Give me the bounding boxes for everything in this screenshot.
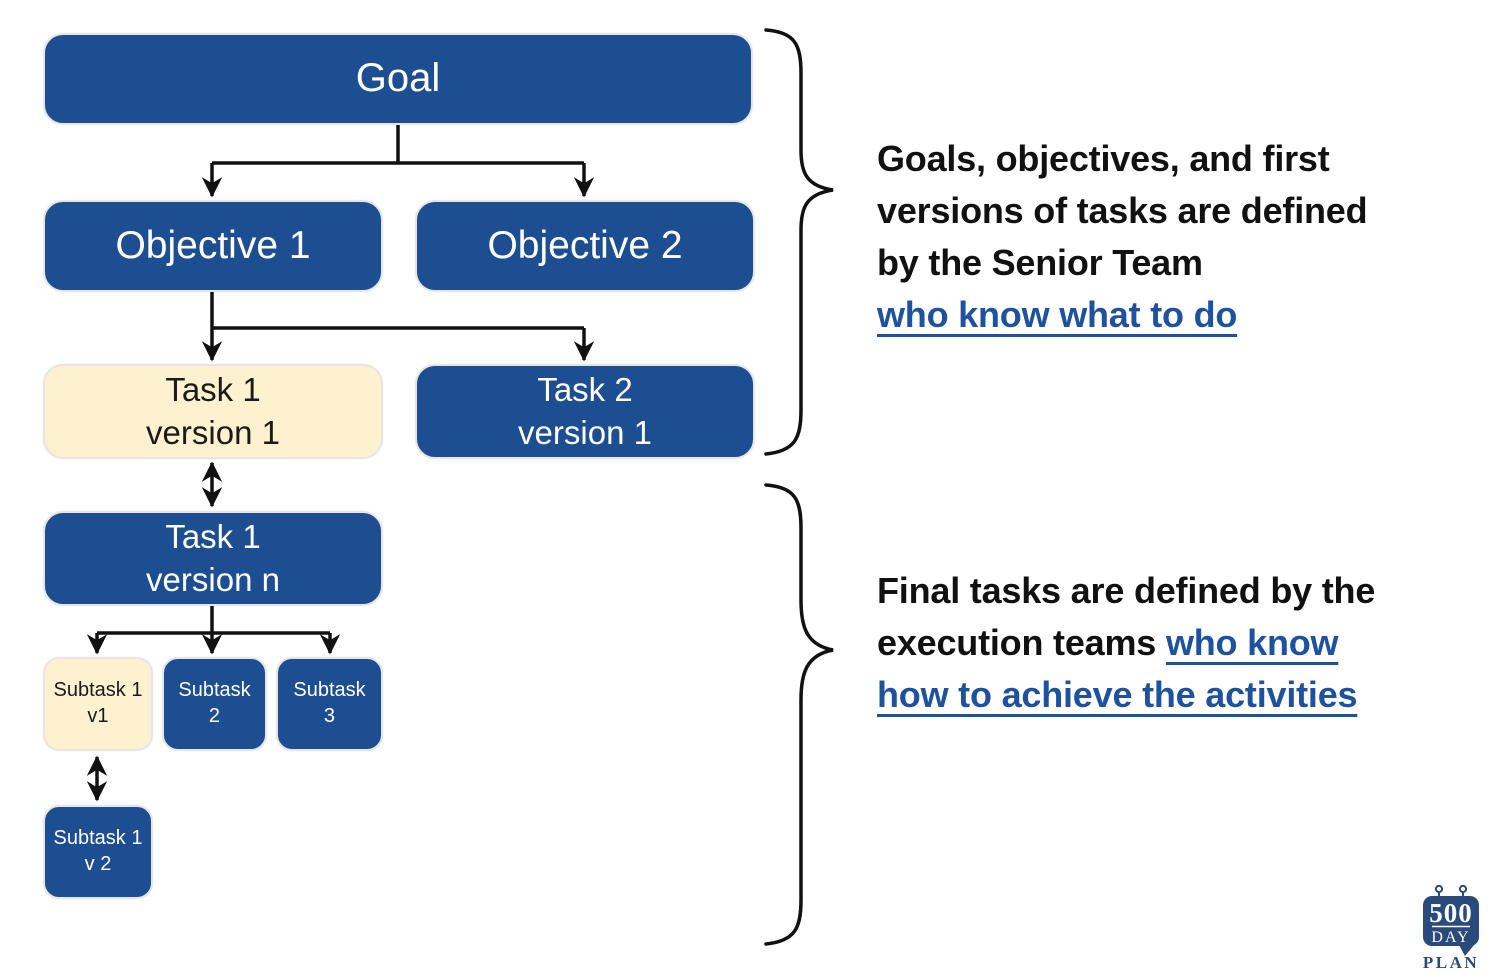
logo-word-day: DAY <box>1431 929 1470 946</box>
objective-2-label: Objective 2 <box>487 224 683 268</box>
annotation-senior-team: Goals, objectives, and first versions of… <box>877 133 1487 341</box>
subtask-3-label: Subtask 3 <box>293 679 366 727</box>
logo-word-plan: PLAN <box>1423 953 1479 970</box>
link-who-know[interactable]: who know <box>1165 622 1339 663</box>
annotation-execution-teams: Final tasks are defined by the execution… <box>877 565 1487 721</box>
task-1-version-n-box: Task 1 version n <box>43 511 383 606</box>
annotation-execution-teams-line-2: execution teams <box>877 622 1157 663</box>
subtask-1-v2-box: Subtask 1 v 2 <box>43 805 153 899</box>
task-1-version-n-label: Task 1 version n <box>146 518 280 598</box>
brace-execution-teams <box>764 483 834 946</box>
task-2-version-1-box: Task 2 version 1 <box>415 364 755 459</box>
task-1-version-1-label: Task 1 version 1 <box>146 371 280 451</box>
objective-2-box: Objective 2 <box>415 200 755 292</box>
task-to-subtasks-connector <box>86 606 341 655</box>
link-how-to-achieve-the-activities[interactable]: how to achieve the activities <box>877 674 1358 715</box>
logo-number: 500 <box>1429 898 1473 928</box>
annotation-execution-teams-line-1: Final tasks are defined by the <box>877 570 1376 611</box>
annotation-senior-team-line-1: Goals, objectives, and first <box>877 138 1330 179</box>
annotation-senior-team-line-2: versions of tasks are defined <box>877 190 1368 231</box>
subtask-1-v1-box: Subtask 1 v1 <box>43 657 153 751</box>
objective-1-box: Objective 1 <box>43 200 383 292</box>
goal-box: Goal <box>43 33 753 125</box>
goal-to-objectives-connector <box>201 125 595 198</box>
task-2-version-1-label: Task 2 version 1 <box>518 371 652 451</box>
subtask-2-box: Subtask 2 <box>162 657 267 751</box>
brace-senior-team <box>764 28 834 456</box>
subtask-1-v2-label: Subtask 1 v 2 <box>53 827 143 875</box>
objective-1-label: Objective 1 <box>115 224 311 268</box>
logo-500-day-plan: 500 DAY PLAN <box>1423 884 1479 970</box>
objective1-to-tasks-connector <box>201 292 595 362</box>
annotation-senior-team-line-3: by the Senior Team <box>877 242 1203 283</box>
link-who-know-what-to-do[interactable]: who know what to do <box>877 294 1238 335</box>
subtask-2-label: Subtask 2 <box>178 679 251 727</box>
calendar-icon <box>1423 896 1479 956</box>
goal-label: Goal <box>355 56 441 101</box>
subtask-1-v1-label: Subtask 1 v1 <box>53 679 143 727</box>
task-1-version-1-box: Task 1 version 1 <box>43 364 383 459</box>
subtask-3-box: Subtask 3 <box>276 657 383 751</box>
